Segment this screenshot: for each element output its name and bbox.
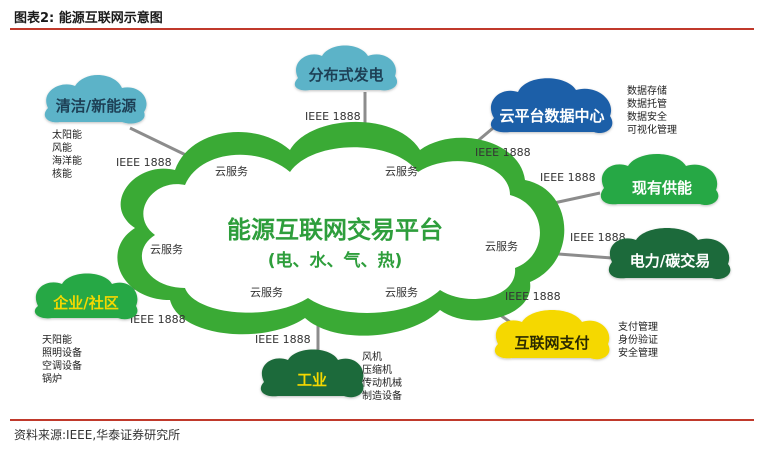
payment-item: 安全管理 [618, 346, 658, 359]
protocol-label: IEEE 1888 [570, 231, 626, 244]
clean-energy-item: 核能 [52, 167, 72, 180]
community-item: 空调设备 [42, 359, 82, 372]
node-payment-label: 互联网支付 [514, 334, 589, 352]
node-community-label: 企业/社区 [52, 294, 118, 312]
cloud-dc-item: 数据安全 [627, 110, 667, 123]
protocol-label: IEEE 1888 [116, 156, 172, 169]
bottom-rule [10, 419, 754, 421]
cloud-service-label: 云服务 [150, 243, 183, 256]
clean-energy-item: 太阳能 [52, 128, 82, 141]
community-item: 天阳能 [42, 333, 72, 346]
node-community [34, 273, 138, 320]
cloud-service-label: 云服务 [215, 165, 248, 178]
node-power-carbon-label: 电力/碳交易 [630, 252, 710, 270]
node-clean-energy-label: 清洁/新能源 [56, 97, 136, 115]
node-existing-supply-label: 现有供能 [632, 179, 692, 197]
node-industry [260, 349, 364, 398]
protocol-label: IEEE 1888 [540, 171, 596, 184]
connector-clean-energy [129, 126, 193, 160]
clean-energy-item: 风能 [52, 141, 72, 154]
main-cloud [117, 121, 565, 336]
protocol-label: IEEE 1888 [475, 146, 531, 159]
node-industry-label: 工业 [297, 371, 327, 389]
clean-energy-item: 海洋能 [52, 154, 82, 167]
cloud-dc-item: 数据托管 [627, 97, 667, 110]
node-distributed-label: 分布式发电 [308, 66, 383, 84]
cloud-service-label: 云服务 [485, 240, 518, 253]
industry-item: 风机 [362, 350, 382, 363]
top-rule [10, 28, 754, 30]
cloud-dc-item: 数据存储 [627, 84, 667, 97]
protocol-label: IEEE 1888 [255, 333, 311, 346]
node-power-carbon [608, 228, 731, 280]
protocol-label: IEEE 1888 [505, 290, 561, 303]
center-subtitle: (电、水、气、热) [268, 250, 403, 271]
industry-item: 传动机械 [362, 376, 402, 389]
node-clean-energy [44, 74, 147, 124]
payment-item: 身份验证 [618, 333, 658, 346]
cloud-service-label: 云服务 [385, 286, 418, 299]
cloud-service-label: 云服务 [385, 165, 418, 178]
community-item: 照明设备 [42, 346, 82, 359]
payment-item: 支付管理 [618, 320, 658, 333]
node-cloud-dc-label: 云平台数据中心 [499, 107, 604, 125]
cloud-service-label: 云服务 [250, 286, 283, 299]
figure-title: 图表2: 能源互联网示意图 [14, 11, 163, 26]
industry-item: 压缩机 [362, 363, 392, 376]
figure-source: 资料来源:IEEE,华泰证券研究所 [14, 428, 181, 442]
protocol-label: IEEE 1888 [130, 313, 186, 326]
center-title: 能源互联网交易平台 [227, 216, 443, 244]
node-payment [494, 310, 610, 360]
node-existing-supply [600, 154, 719, 206]
node-cloud-dc [490, 78, 613, 134]
industry-item: 制造设备 [362, 389, 402, 402]
node-distributed [294, 45, 398, 91]
protocol-label: IEEE 1888 [305, 110, 361, 123]
community-item: 锅炉 [42, 373, 62, 385]
cloud-dc-item: 可视化管理 [627, 123, 677, 136]
